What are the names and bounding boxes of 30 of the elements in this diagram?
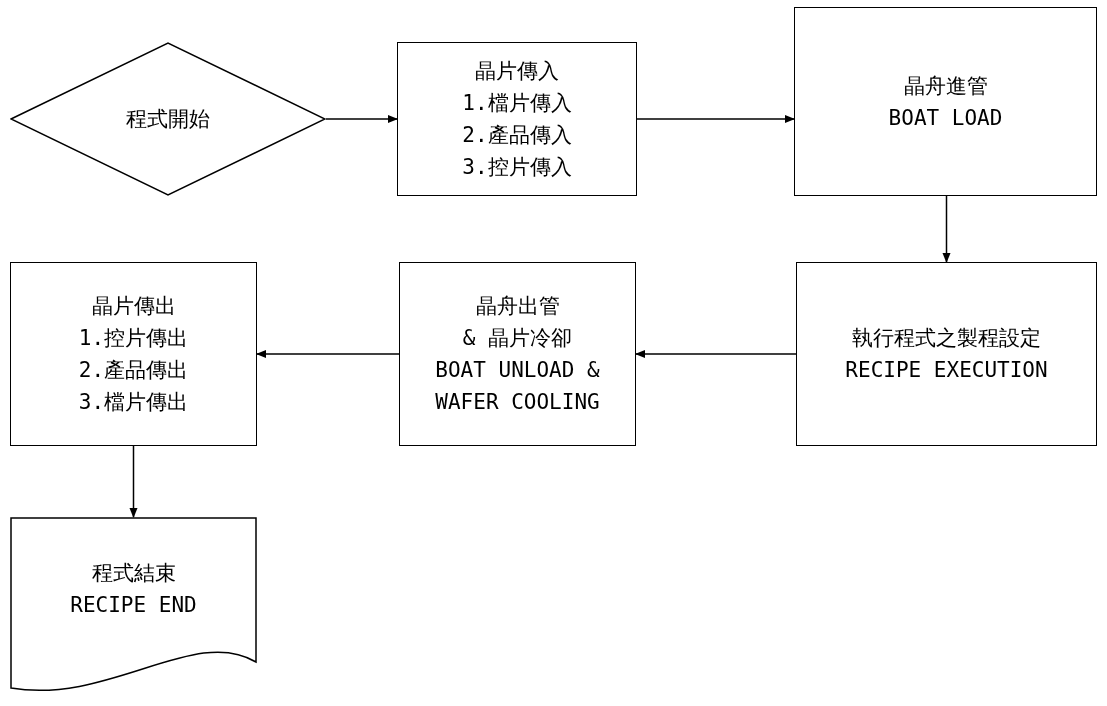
node-label: 晶舟出管 xyxy=(475,293,560,320)
process-box xyxy=(794,7,1097,196)
process-box xyxy=(796,262,1097,446)
node-label: 執行程式之製程設定 xyxy=(852,325,1041,352)
node-label: 程式開始 xyxy=(126,106,210,133)
node-label: 2.產品傳出 xyxy=(78,357,189,384)
node-label: 3.控片傳入 xyxy=(462,154,572,181)
arrow xyxy=(325,115,398,123)
node-label: 1.控片傳出 xyxy=(78,325,189,352)
arrow xyxy=(129,445,138,518)
arrow xyxy=(636,115,795,123)
node-label: BOAT LOAD xyxy=(888,104,1003,132)
node-label: BOAT UNLOAD & WAFER COOLING xyxy=(434,357,601,416)
node-label: 晶片傳入 xyxy=(475,58,559,85)
node-label: 1.檔片傳入 xyxy=(462,90,572,117)
node-label: 3.檔片傳出 xyxy=(78,389,189,416)
node-label: RECIPE EXECUTION xyxy=(845,357,1048,384)
arrow xyxy=(942,195,951,263)
arrow xyxy=(635,350,797,358)
node-label: & 晶片冷卻 xyxy=(462,325,573,352)
node-label: RECIPE END xyxy=(70,591,197,619)
start-diamond xyxy=(10,42,326,196)
process-box xyxy=(10,262,257,446)
node-label: 2.產品傳入 xyxy=(462,122,572,149)
node-label: 晶片傳出 xyxy=(91,293,176,320)
arrow xyxy=(256,350,400,358)
node-label: 晶舟進管 xyxy=(903,72,988,100)
process-box xyxy=(399,262,636,446)
node-label: 程式結束 xyxy=(91,559,176,587)
process-box xyxy=(397,42,637,196)
